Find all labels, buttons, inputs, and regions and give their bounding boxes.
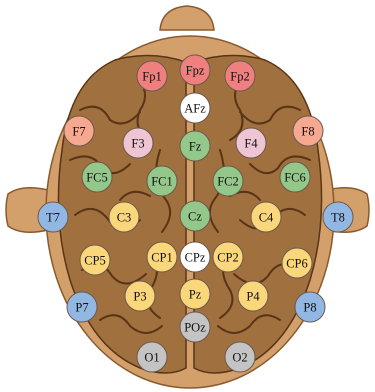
electrode-cp5: CP5 — [80, 245, 110, 275]
electrode-cz: Cz — [180, 201, 210, 231]
electrode-o2-label: O2 — [232, 351, 247, 365]
electrode-pz: Pz — [180, 279, 210, 309]
electrode-t7-label: T7 — [46, 211, 60, 225]
electrode-cpz-label: CPz — [185, 251, 206, 265]
electrode-f4: F4 — [236, 128, 266, 158]
electrode-cp6: CP6 — [282, 248, 312, 278]
electrode-f3-label: F3 — [131, 137, 144, 151]
electrode-pz-label: Pz — [189, 288, 202, 302]
electrode-p3: P3 — [125, 281, 155, 311]
electrode-p8: P8 — [295, 292, 325, 322]
electrode-fc5-label: FC5 — [86, 171, 108, 185]
electrode-c3: C3 — [109, 202, 139, 232]
electrode-cz-label: Cz — [188, 210, 202, 224]
electrode-p7-label: P7 — [75, 301, 88, 315]
electrode-p3-label: P3 — [133, 290, 146, 304]
electrode-fc2: FC2 — [213, 166, 243, 196]
electrode-c4-label: C4 — [259, 211, 274, 225]
electrode-fc6-label: FC6 — [284, 171, 306, 185]
electrode-p4: P4 — [238, 281, 268, 311]
electrode-o2: O2 — [225, 342, 255, 372]
electrode-fz: Fz — [180, 131, 210, 161]
electrode-p7: P7 — [67, 292, 97, 322]
electrode-o1: O1 — [137, 342, 167, 372]
electrode-c4: C4 — [251, 202, 281, 232]
electrode-p8-label: P8 — [303, 301, 316, 315]
electrode-fc5: FC5 — [82, 162, 112, 192]
electrode-fc1: FC1 — [147, 166, 177, 196]
electrode-f7: F7 — [64, 116, 94, 146]
electrode-t8: T8 — [323, 202, 353, 232]
electrode-f7-label: F7 — [72, 125, 85, 139]
electrode-cp2-label: CP2 — [217, 251, 239, 265]
electrode-fpz-label: Fpz — [186, 64, 205, 78]
nose — [160, 6, 214, 30]
electrode-t7: T7 — [38, 202, 68, 232]
electrode-f8-label: F8 — [301, 125, 314, 139]
electrode-afz: AFz — [180, 93, 210, 123]
electrode-fpz: Fpz — [180, 55, 210, 85]
electrode-fp1: Fp1 — [137, 61, 167, 91]
electrode-cp1-label: CP1 — [151, 251, 173, 265]
electrode-c3-label: C3 — [117, 211, 132, 225]
electrode-fp2: Fp2 — [225, 61, 255, 91]
electrode-cpz: CPz — [180, 242, 210, 272]
electrode-o1-label: O1 — [144, 351, 159, 365]
electrode-fp1-label: Fp1 — [142, 70, 161, 84]
electrode-fz-label: Fz — [189, 140, 202, 154]
electrode-f8: F8 — [293, 116, 323, 146]
electrode-cp6-label: CP6 — [286, 257, 308, 271]
electrode-fc1-label: FC1 — [151, 175, 173, 189]
electrode-fc6: FC6 — [280, 162, 310, 192]
electrode-fc2-label: FC2 — [217, 175, 239, 189]
electrode-cp5-label: CP5 — [84, 254, 106, 268]
electrode-f3: F3 — [123, 128, 153, 158]
electrode-t8-label: T8 — [331, 211, 345, 225]
electrode-p4-label: P4 — [246, 290, 260, 304]
electrode-poz-label: POz — [184, 321, 206, 335]
electrode-cp2: CP2 — [213, 242, 243, 272]
electrode-poz: POz — [180, 312, 210, 342]
electrode-cp1: CP1 — [147, 242, 177, 272]
electrode-afz-label: AFz — [184, 102, 206, 116]
electrode-f4-label: F4 — [244, 137, 258, 151]
electrode-fp2-label: Fp2 — [230, 70, 249, 84]
